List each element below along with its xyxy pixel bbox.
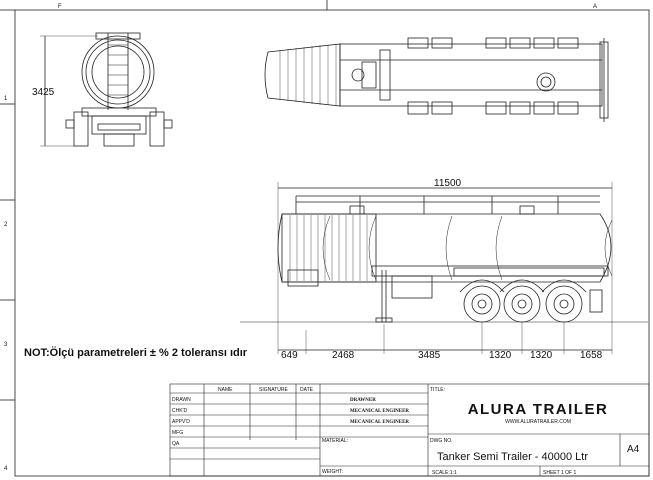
tb-role-drawner: DRAWNER bbox=[350, 398, 376, 403]
company-logo: ALURA TRAILER bbox=[468, 401, 609, 418]
zone-number-2: 2 bbox=[4, 222, 8, 228]
tb-row-chkd: CHK'D bbox=[172, 408, 188, 414]
dim-segment-3: 3485 bbox=[418, 350, 441, 361]
drawing-title: Tanker Semi Trailer - 40000 Ltr bbox=[437, 451, 588, 463]
tb-role-engineer-1: MECANICAL ENGINEER bbox=[350, 409, 409, 414]
tb-row-qa: QA bbox=[172, 441, 180, 447]
tolerance-note: NOT:Ölçü parametreleri ± % 2 toleransı ı… bbox=[24, 346, 248, 359]
zone-number-3: 3 bbox=[4, 342, 8, 348]
side-view bbox=[240, 182, 648, 354]
tb-scale: SCALE:1:1 bbox=[432, 470, 457, 476]
tb-role-engineer-2: MECANICAL ENGINEER bbox=[350, 420, 409, 425]
zone-number-1: 1 bbox=[4, 96, 8, 102]
zone-letter-f: F bbox=[58, 4, 62, 10]
company-website: WWW.ALURATRAILER.COM bbox=[505, 419, 571, 425]
tb-col-name: NAME bbox=[218, 387, 233, 393]
tb-sheet: SHEET 1 OF 1 bbox=[543, 470, 576, 476]
dim-segment-1: 649 bbox=[281, 350, 298, 361]
zone-number-4: 4 bbox=[4, 466, 8, 472]
title-block bbox=[169, 383, 650, 477]
front-height-dimension: 3425 bbox=[32, 87, 55, 98]
tb-row-drawn: DRAWN bbox=[172, 397, 191, 403]
tb-dwg-no-label: DWG NO. bbox=[430, 438, 453, 444]
dim-segment-4: 1320 bbox=[489, 350, 512, 361]
tb-col-signature: SIGNATURE bbox=[259, 387, 288, 393]
tb-row-appvd: APPV'D bbox=[172, 419, 190, 425]
tb-title-label: TITLE: bbox=[430, 387, 445, 393]
dim-segment-6: 1658 bbox=[580, 350, 603, 361]
tb-row-mfg: MFG bbox=[172, 430, 183, 436]
paper-size: A4 bbox=[627, 444, 640, 455]
dim-segment-2: 2468 bbox=[332, 350, 355, 361]
overall-length-dimension: 11500 bbox=[434, 178, 462, 189]
dim-segment-5: 1320 bbox=[530, 350, 553, 361]
tb-material-label: MATERIAL: bbox=[322, 438, 348, 444]
top-view bbox=[264, 37, 609, 122]
zone-letter-a: A bbox=[593, 4, 597, 10]
front-view bbox=[40, 32, 173, 147]
tb-weight-label: WEIGHT: bbox=[322, 469, 343, 475]
tb-col-date: DATE bbox=[300, 387, 314, 393]
